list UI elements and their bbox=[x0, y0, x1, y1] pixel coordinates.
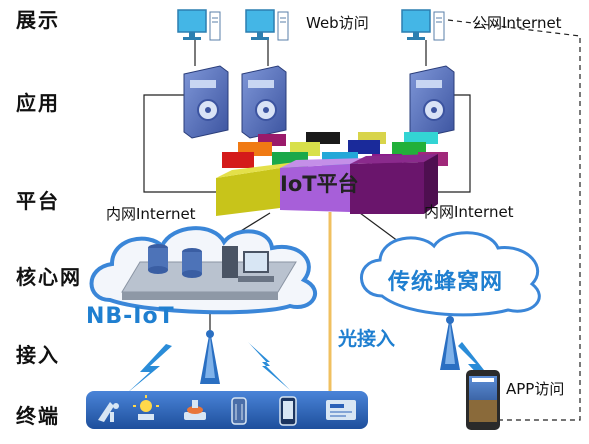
server-icon bbox=[241, 65, 287, 139]
card-reader-icon bbox=[326, 400, 356, 420]
core-network-equipment bbox=[121, 244, 297, 300]
street-lamp-icon bbox=[133, 395, 159, 420]
public-internet-label: 公网Internet bbox=[472, 14, 562, 32]
terminal-bar bbox=[86, 391, 368, 429]
cellular-network-label: 传统蜂窝网 bbox=[388, 270, 504, 295]
server-icon bbox=[183, 65, 229, 139]
iot-platform-blocks bbox=[216, 132, 448, 216]
monitor-icon bbox=[401, 9, 445, 41]
server-icon bbox=[409, 65, 455, 139]
public-internet-dashed-link bbox=[447, 19, 581, 421]
fiber-access-label: 光接入 bbox=[338, 328, 396, 350]
cellular-network-cloud bbox=[360, 231, 541, 317]
intranet-left-label: 内网Internet bbox=[106, 205, 196, 223]
intranet-right-label: 内网Internet bbox=[424, 203, 514, 221]
app-access-label: APP访问 bbox=[506, 380, 565, 398]
layer-label-core-network: 核心网 bbox=[16, 265, 82, 289]
water-meter-icon bbox=[231, 397, 247, 425]
wireless-signal-icon bbox=[126, 342, 494, 394]
satellite-dish-icon bbox=[98, 402, 119, 422]
smartphone-icon bbox=[279, 396, 297, 426]
layer-label-access: 接入 bbox=[16, 343, 60, 367]
layer-label-terminal: 终端 bbox=[16, 404, 60, 428]
cell-tower-icon bbox=[440, 316, 460, 370]
cell-tower-icon bbox=[200, 330, 220, 384]
monitor-icon bbox=[177, 9, 221, 41]
layer-label-display: 展示 bbox=[16, 8, 60, 32]
monitor-icon bbox=[245, 9, 289, 41]
iot-platform-title: IoT平台 bbox=[280, 172, 359, 196]
nb-iot-label: NB-IoT bbox=[86, 304, 175, 329]
web-access-label: Web访问 bbox=[306, 14, 369, 32]
layer-label-application: 应用 bbox=[16, 91, 60, 115]
smoke-detector-icon bbox=[184, 400, 206, 420]
layer-label-platform: 平台 bbox=[16, 189, 60, 213]
app-phone-icon bbox=[466, 370, 500, 430]
